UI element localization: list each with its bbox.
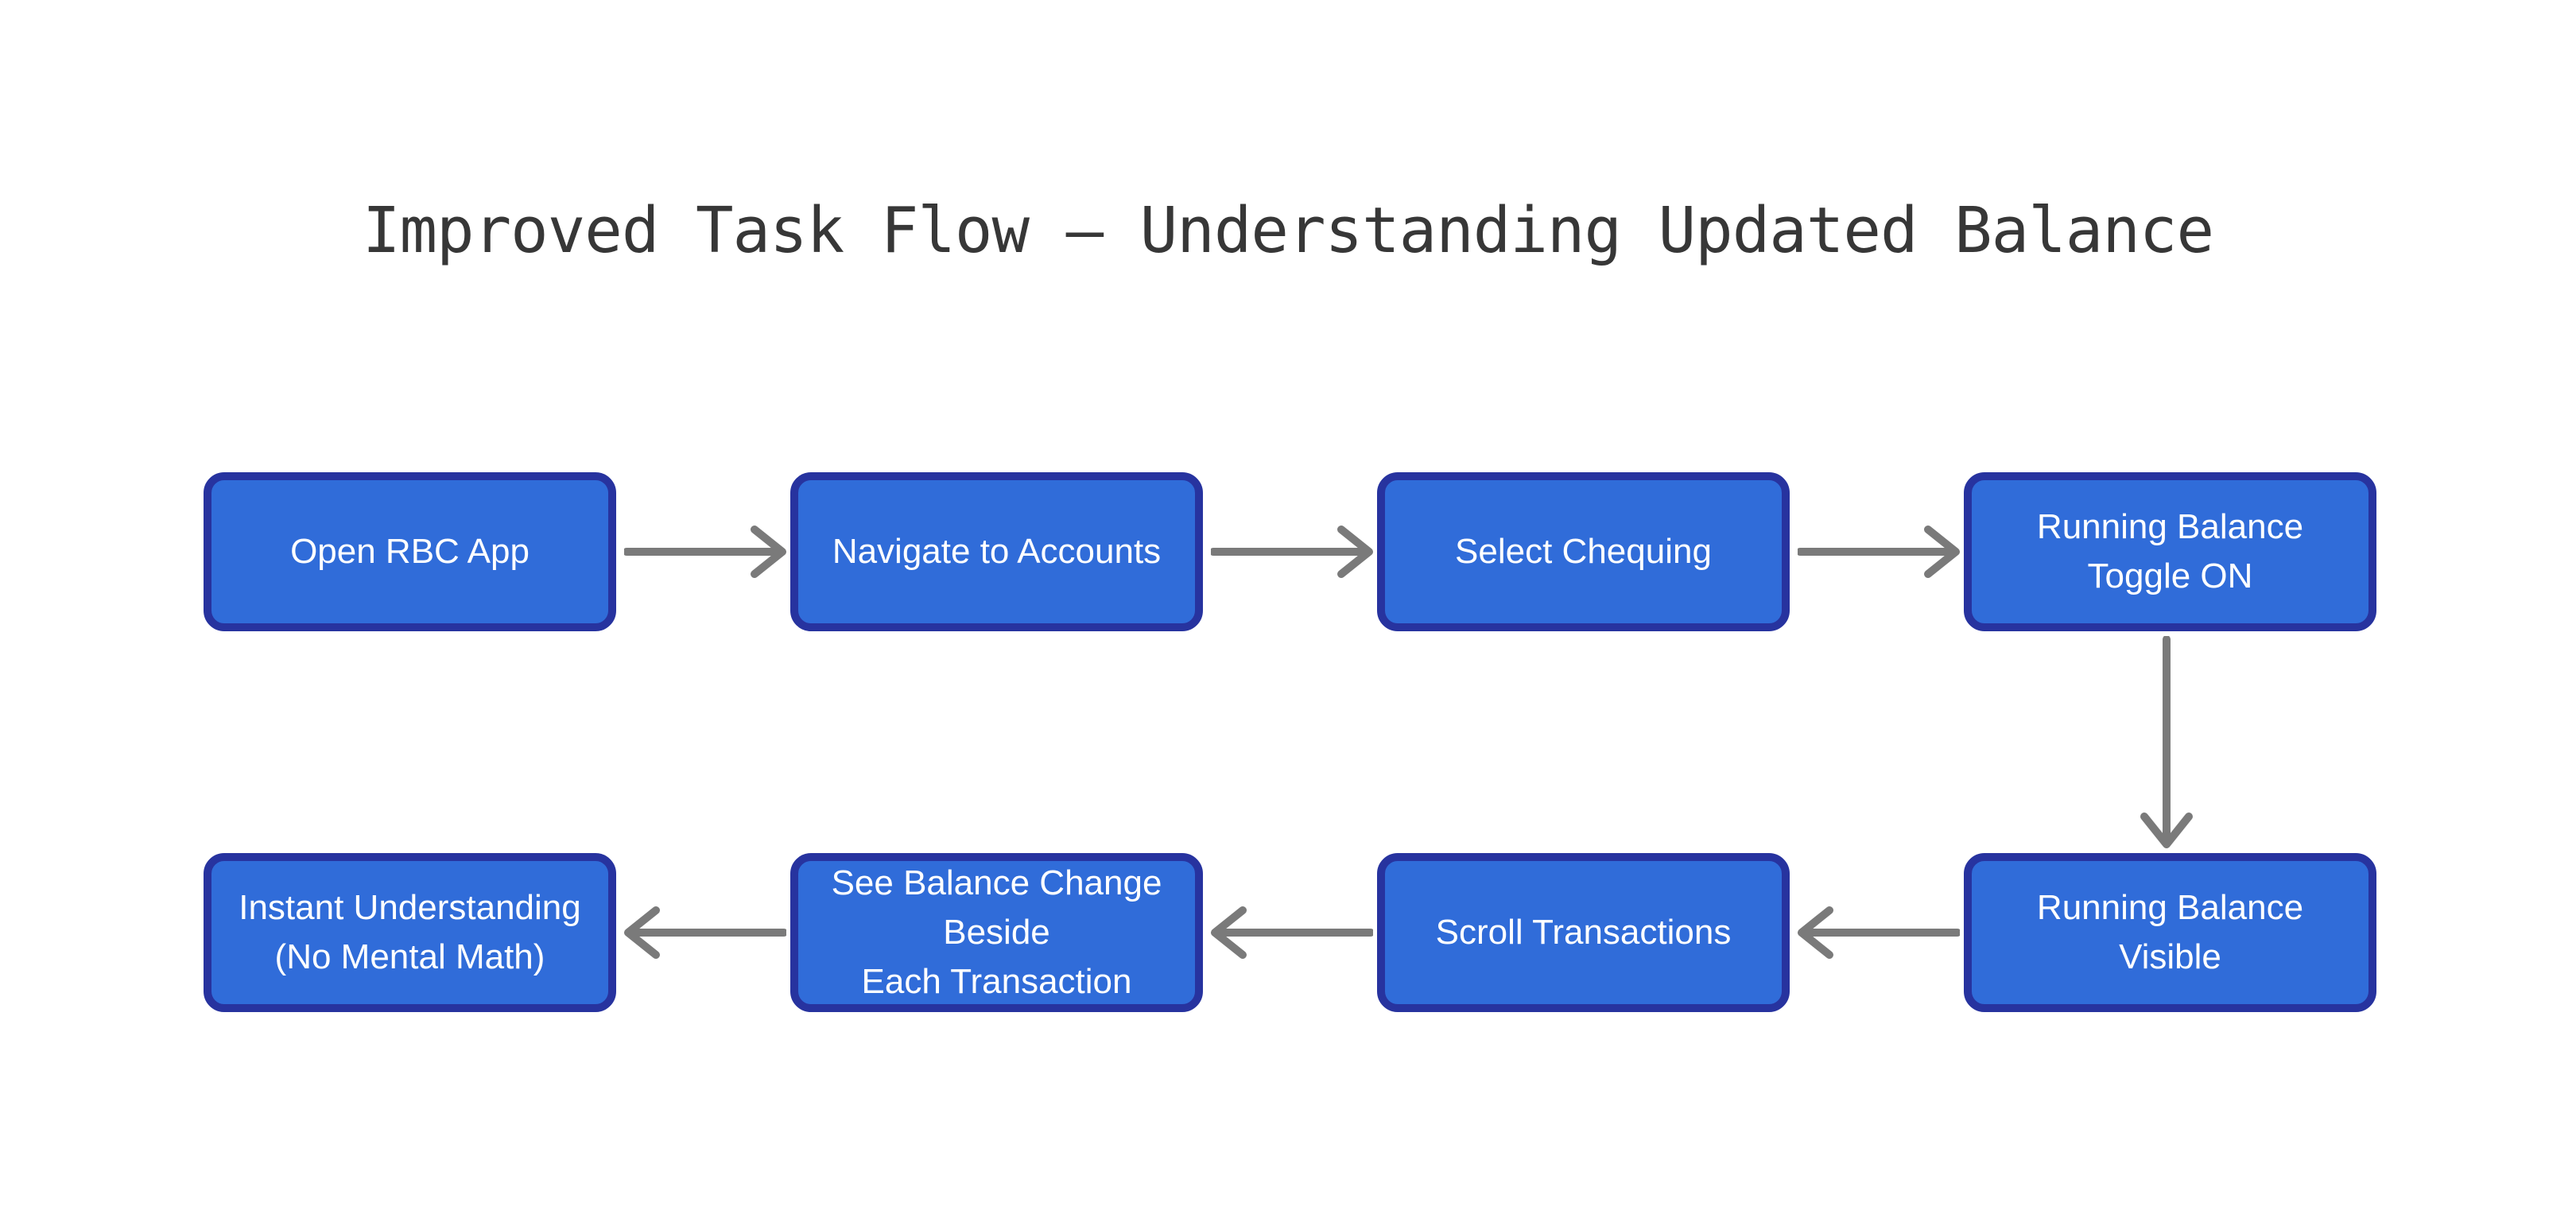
arrow-right-navigate-to-select-icon (1211, 526, 1373, 578)
node-open-rbc-app: Open RBC App (204, 472, 616, 631)
node-running-balance-visible: Running Balance Visible (1964, 853, 2376, 1012)
arrow-right-open-to-navigate-icon (624, 526, 786, 578)
node-select-chequing-label: Select Chequing (1455, 532, 1712, 571)
diagram-title: Improved Task Flow — Understanding Updat… (362, 194, 2214, 267)
arrow-left-visible-to-scroll-icon (1798, 906, 1960, 959)
node-navigate-to-accounts-label: Navigate to Accounts (832, 532, 1162, 571)
node-running-balance-toggle-on: Running Balance Toggle ON (1964, 472, 2376, 631)
node-instant-understanding: Instant Understanding (No Mental Math) (204, 853, 616, 1012)
node-instant-understanding-label: Instant Understanding (No Mental Math) (239, 888, 581, 976)
node-scroll-transactions-label: Scroll Transactions (1435, 913, 1732, 952)
arrow-right-select-to-toggle-icon (1798, 526, 1960, 578)
node-running-balance-toggle-on-label: Running Balance Toggle ON (2036, 507, 2304, 595)
node-see-balance-change-label: See Balance Change Beside Each Transacti… (831, 863, 1162, 1001)
node-scroll-transactions: Scroll Transactions (1377, 853, 1790, 1012)
arrow-left-see-to-instant-icon (624, 906, 786, 959)
node-select-chequing: Select Chequing (1377, 472, 1790, 631)
arrow-left-scroll-to-see-icon (1211, 906, 1373, 959)
node-open-rbc-app-label: Open RBC App (290, 532, 530, 571)
node-running-balance-visible-label: Running Balance Visible (2036, 888, 2304, 976)
node-see-balance-change: See Balance Change Beside Each Transacti… (790, 853, 1203, 1012)
node-navigate-to-accounts: Navigate to Accounts (790, 472, 1203, 631)
arrow-down-toggle-to-visible-icon (2140, 636, 2193, 848)
